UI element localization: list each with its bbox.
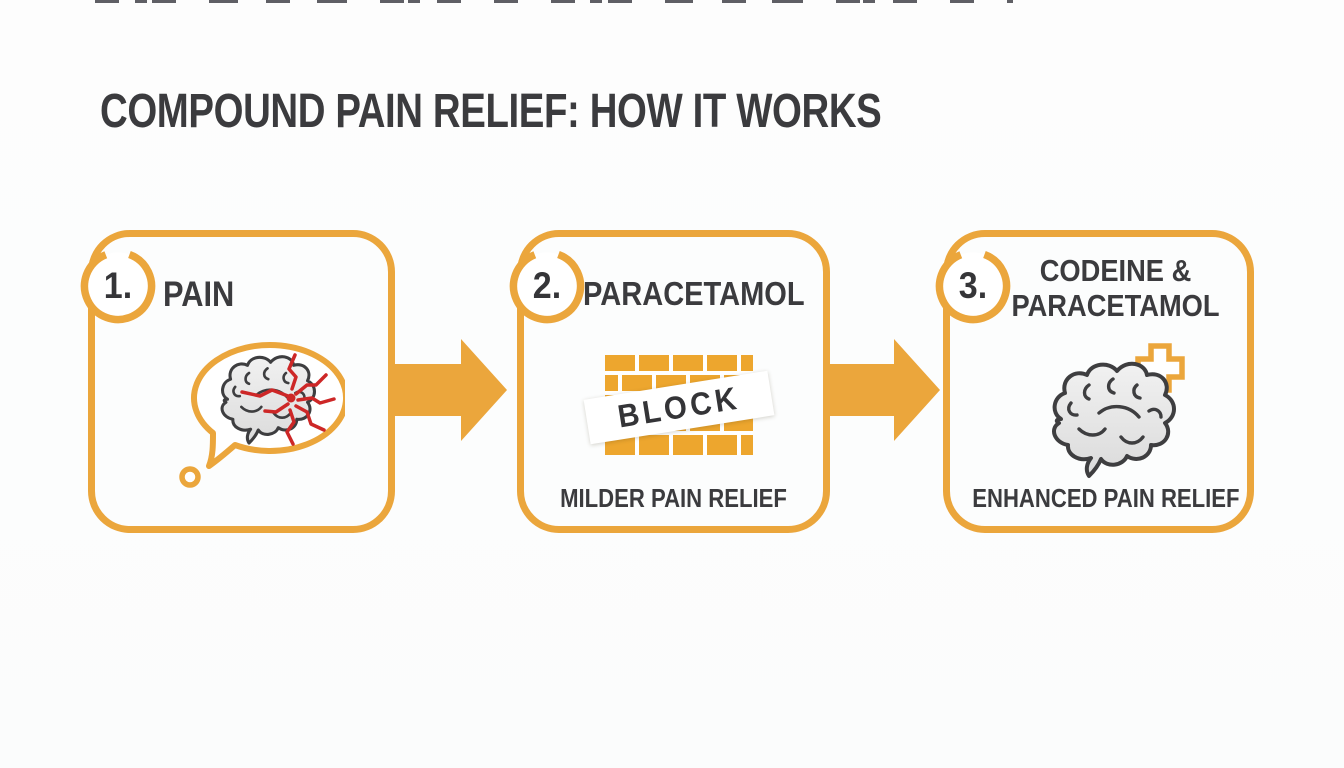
- caption-milder-pain-relief: MILDER PAIN RELIEF: [560, 483, 787, 513]
- flow-arrow-icon: [828, 339, 940, 441]
- flow-arrow-icon: [395, 339, 507, 441]
- step-title-line2: PARACETAMOL: [1011, 288, 1220, 323]
- badge-ring-icon: [509, 248, 585, 324]
- step-number: 2.: [532, 265, 562, 306]
- step-number: 1.: [103, 265, 133, 306]
- step-number-badge-2: 2.: [505, 244, 589, 328]
- step-title-pain: PAIN: [163, 275, 235, 314]
- step-box-paracetamol: 2. PARACETAMOL BLOCK: [509, 230, 830, 533]
- page-title: COMPOUND PAIN RELIEF: HOW IT WORKS: [100, 85, 882, 138]
- step-title-line1: CODEINE &: [1039, 253, 1192, 288]
- brain-pain-thought-bubble-icon: [179, 341, 345, 488]
- step-number: 3.: [958, 265, 988, 306]
- step-number-badge-3: 3.: [931, 244, 1015, 328]
- step-box-pain: 1. PAIN: [80, 230, 395, 533]
- badge-ring-icon: [80, 248, 156, 324]
- caption-enhanced-pain-relief: ENHANCED PAIN RELIEF: [972, 483, 1240, 513]
- step-title-paracetamol: PARACETAMOL: [583, 275, 805, 312]
- cropped-text-artifact: [95, 0, 1013, 3]
- step-title-codeine-paracetamol: CODEINE & PARACETAMOL: [1002, 253, 1230, 323]
- brain-plus-icon: [1051, 343, 1185, 478]
- step-box-codeine-paracetamol: 3. CODEINE & PARACETAMOL ENHANCED PAIN R…: [935, 230, 1254, 533]
- step-number-badge-1: 1.: [76, 244, 160, 328]
- badge-ring-icon: [935, 248, 1011, 324]
